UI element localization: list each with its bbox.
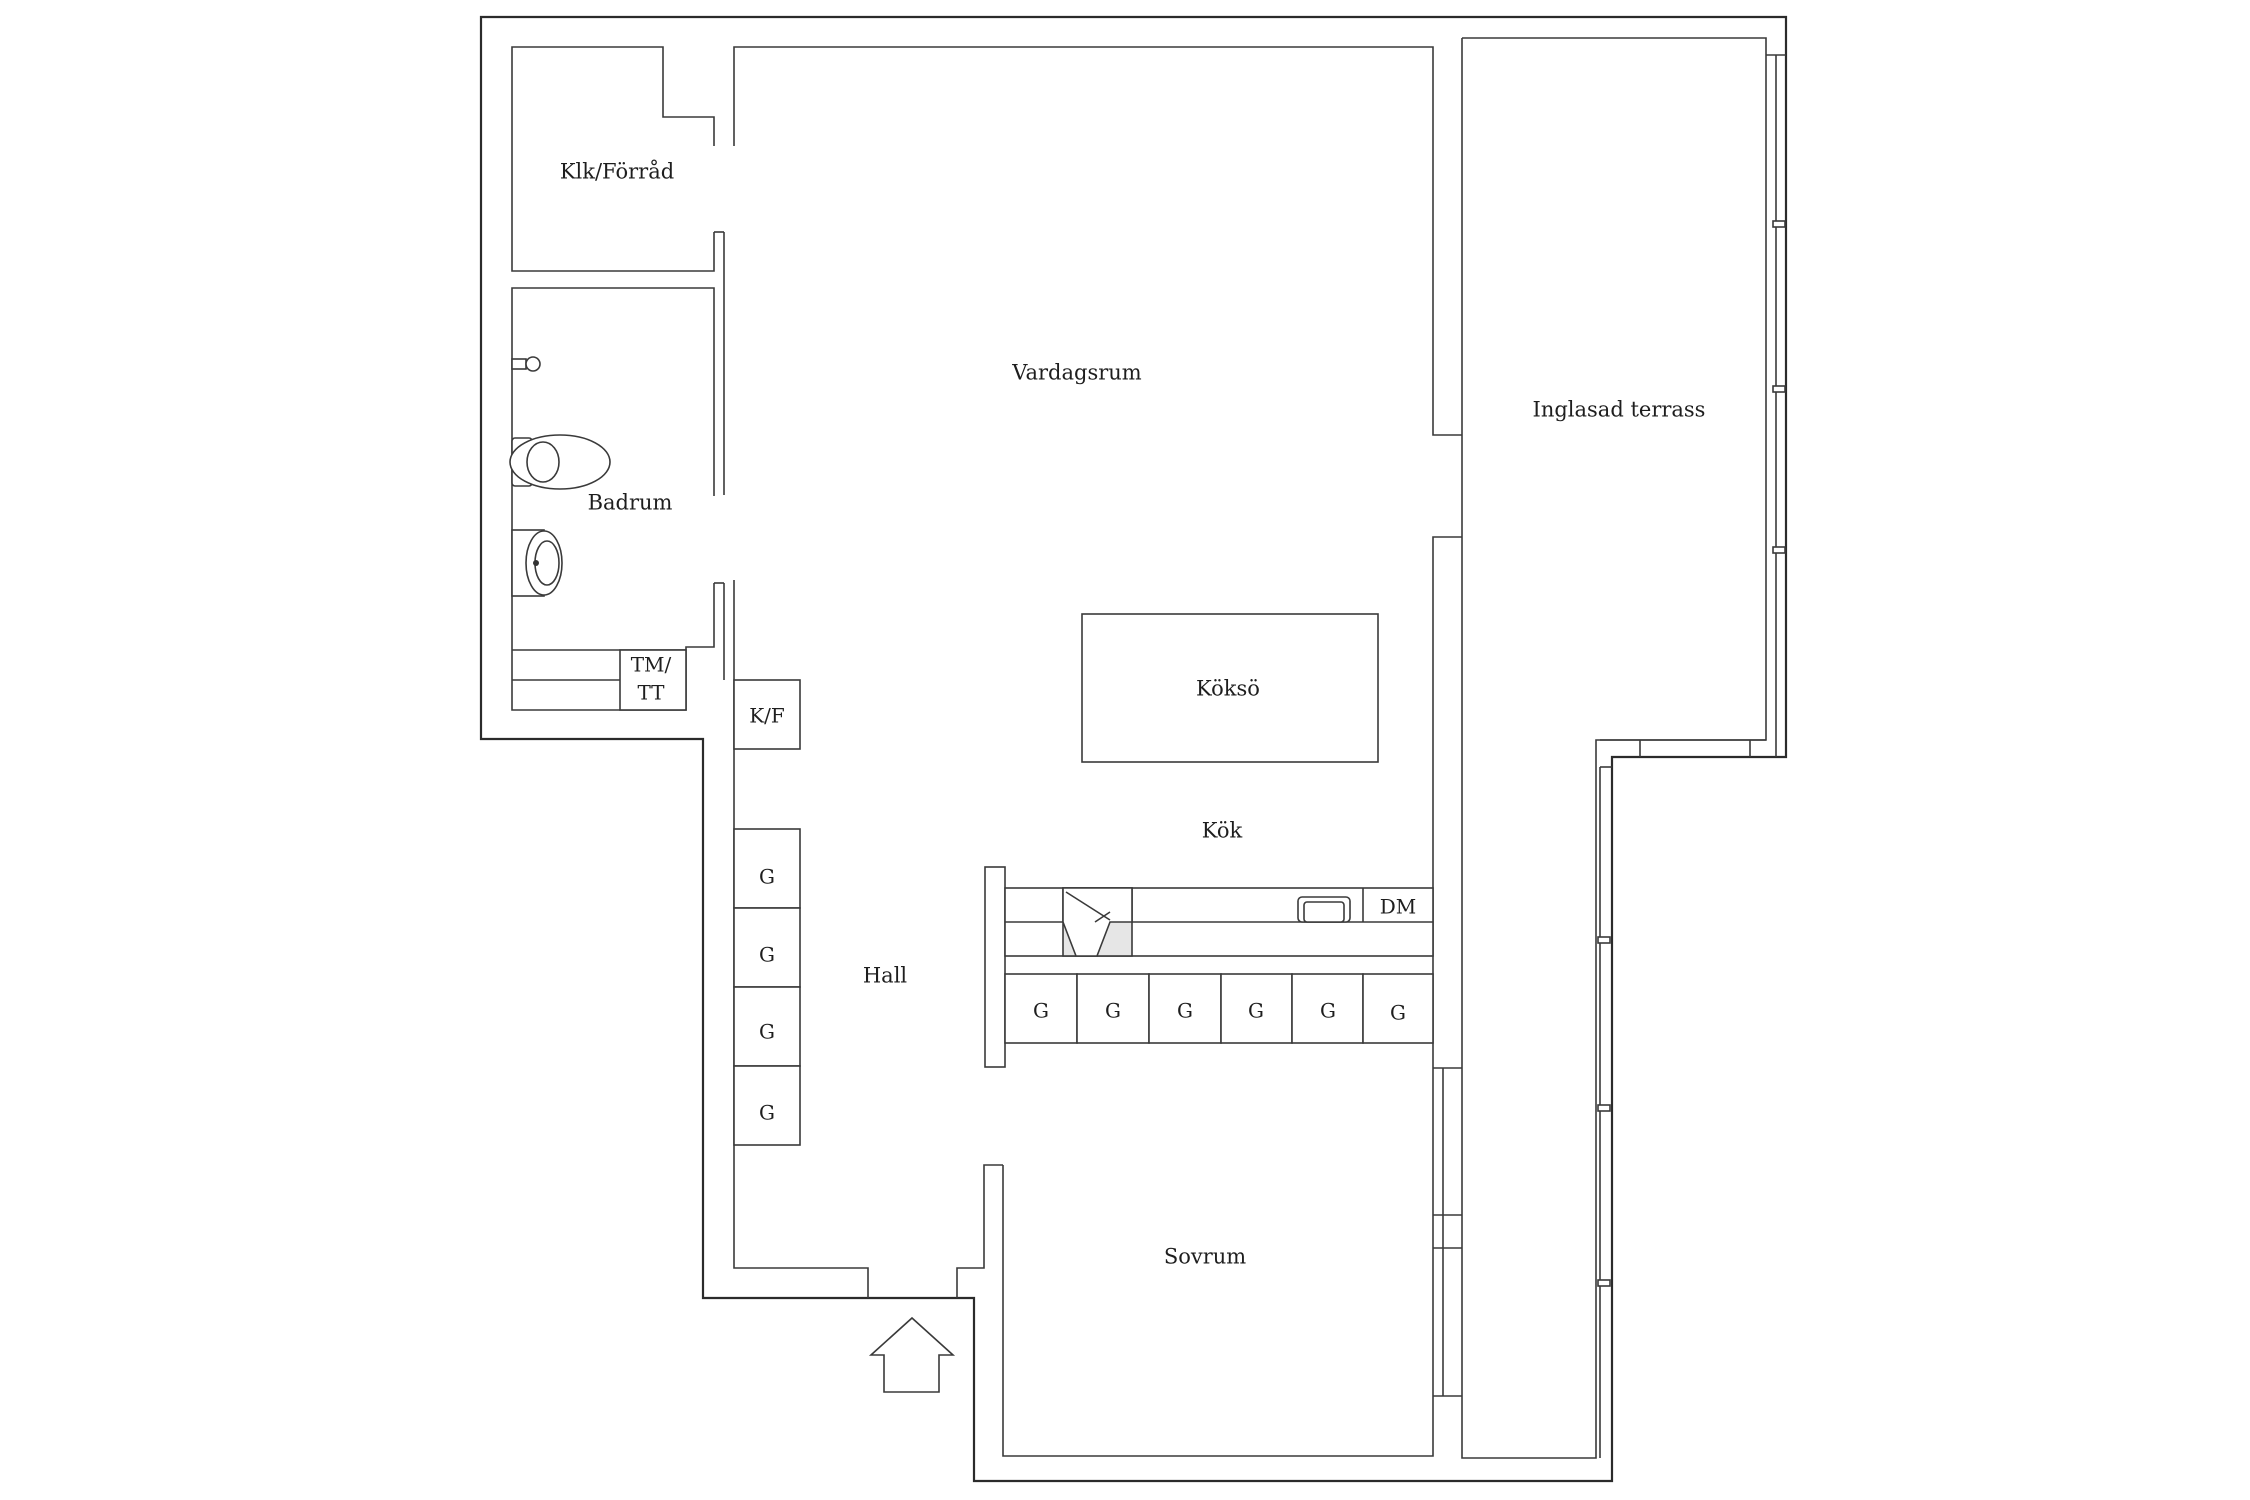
wardrobe-label: G	[759, 865, 775, 889]
entrance-arrow-icon	[868, 1316, 956, 1393]
wardrobe-label: G	[1177, 999, 1193, 1023]
wardrobe-label: G	[1105, 999, 1121, 1023]
wardrobe-label: G	[1033, 999, 1049, 1023]
bathroom-walls	[511, 287, 715, 711]
living-room-walls	[733, 46, 1462, 436]
dishwasher-label: DM	[1380, 895, 1417, 919]
wardrobe-label: G	[1390, 1001, 1406, 1025]
outer-wall	[479, 15, 1788, 1483]
room-label-bedroom: Sovrum	[1164, 1245, 1246, 1269]
stove-hood-icon	[1062, 887, 1133, 957]
kitchen-island	[1081, 613, 1379, 763]
kitchen-counter-post	[984, 866, 1006, 1068]
room-label-kitchen: Kök	[1202, 819, 1243, 843]
wardrobes-west	[733, 828, 801, 1146]
room-label-storage: Klk/Förråd	[560, 160, 674, 184]
room-label-terrace: Inglasad terrass	[1533, 398, 1706, 422]
toilet-icon	[509, 434, 611, 490]
kitchen-east-wall	[1432, 536, 1462, 1068]
room-label-hall: Hall	[863, 964, 908, 988]
wardrobe-label: G	[1320, 999, 1336, 1023]
washer-label-line2: TT	[637, 681, 665, 705]
window-markers	[1597, 220, 1786, 1287]
fridge-freezer-label: K/F	[749, 704, 785, 728]
shower-icon	[511, 356, 541, 372]
sink-icon	[511, 529, 563, 597]
terrace-inner-wall	[1461, 37, 1767, 1459]
washer-label-line1: TM/	[631, 653, 672, 677]
washer-dryer-unit	[619, 649, 687, 711]
storage-walls	[511, 46, 715, 272]
bedroom-walls	[1002, 1068, 1434, 1457]
wardrobe-label: G	[1248, 999, 1264, 1023]
kitchen-sink-icon	[1297, 896, 1351, 923]
room-label-bathroom: Badrum	[588, 491, 673, 515]
room-label-living-room: Vardagsrum	[1011, 361, 1142, 385]
wardrobe-label: G	[759, 943, 775, 967]
wardrobes-kitchen	[1004, 973, 1434, 1044]
wardrobe-label: G	[759, 1101, 775, 1125]
room-label-kitchen-island: Köksö	[1196, 677, 1260, 701]
hall-entrance-wall	[956, 1164, 1003, 1298]
fridge-freezer	[733, 679, 801, 750]
wardrobe-label: G	[759, 1020, 775, 1044]
